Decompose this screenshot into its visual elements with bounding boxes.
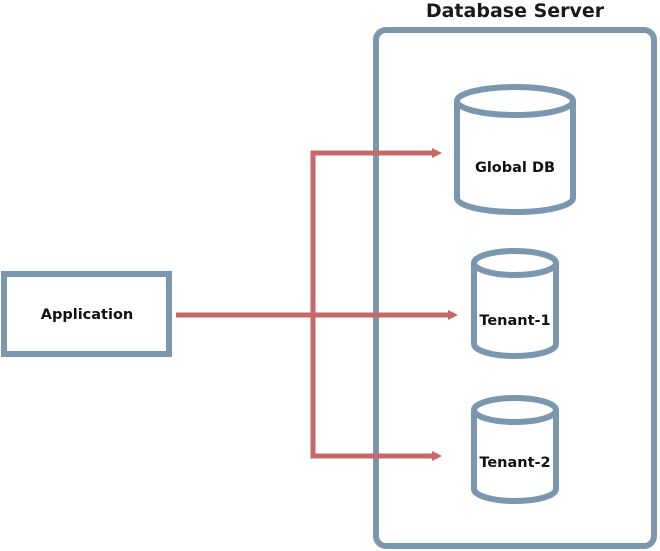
tenant-1-top bbox=[471, 248, 559, 278]
global-db-top bbox=[454, 84, 576, 118]
tenant-1-body bbox=[471, 263, 559, 359]
tenant-2-top bbox=[471, 395, 559, 425]
database-server-title: Database Server bbox=[426, 0, 605, 22]
tenant-2-label: Tenant-2 bbox=[479, 455, 550, 471]
global-db-cylinder: Global DB bbox=[454, 84, 576, 215]
arrow-to-tenant-2 bbox=[310, 315, 442, 461]
global-db-body bbox=[454, 101, 576, 215]
database-server-box bbox=[373, 27, 657, 549]
application-label: Application bbox=[41, 307, 134, 323]
tenant-2-body bbox=[471, 410, 559, 504]
tenant-2-cylinder: Tenant-2 bbox=[471, 395, 559, 504]
tenant-1-cylinder: Tenant-1 bbox=[471, 248, 559, 359]
connectors bbox=[176, 148, 458, 461]
tenant-1-label: Tenant-1 bbox=[479, 313, 550, 329]
application-box bbox=[1, 271, 172, 357]
global-db-label: Global DB bbox=[475, 160, 555, 176]
arrow-to-global-db bbox=[310, 148, 442, 315]
